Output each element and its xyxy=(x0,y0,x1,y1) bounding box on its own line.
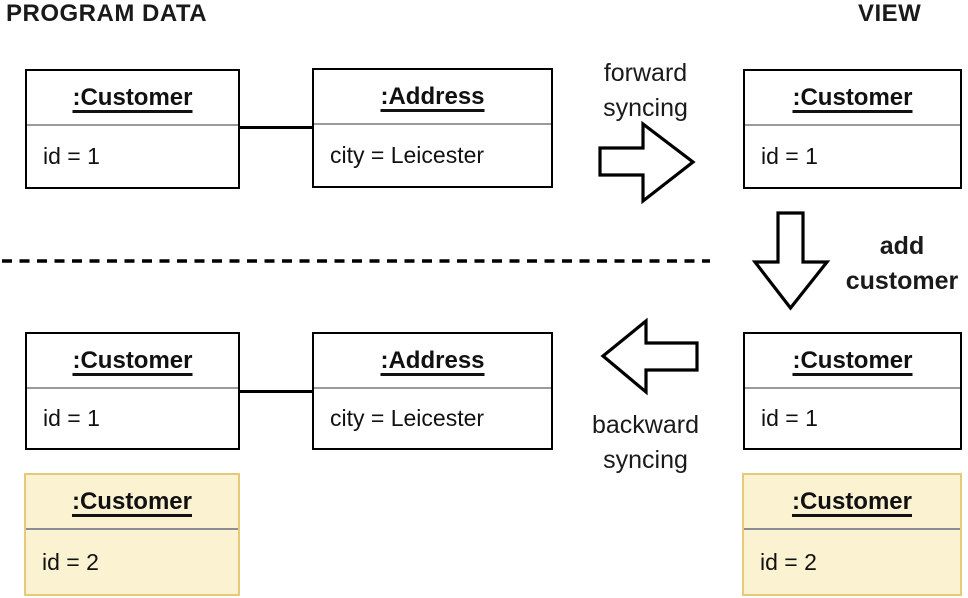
object-attribute: id = 2 xyxy=(760,548,817,575)
new-customer-box-view: :Customer id = 2 xyxy=(742,473,962,596)
customer-box-pd-top: :Customer id = 1 xyxy=(25,69,240,189)
object-name: :Customer xyxy=(27,71,238,126)
forward-sync-label: forward syncing xyxy=(578,56,713,126)
object-name: :Address xyxy=(314,70,551,125)
object-name: :Customer xyxy=(745,334,960,389)
object-name: :Customer xyxy=(744,475,960,530)
customer-box-view-bottom: :Customer id = 1 xyxy=(743,332,962,450)
object-name: :Customer xyxy=(26,475,238,530)
backward-sync-label-line2: syncing xyxy=(603,446,688,474)
object-attribute: id = 1 xyxy=(43,143,100,169)
view-label: VIEW xyxy=(858,0,922,27)
forward-sync-arrow-icon xyxy=(598,120,696,205)
object-attribute: city = Leicester xyxy=(330,142,485,168)
add-customer-label-line2: customer xyxy=(845,267,959,295)
object-attribute: id = 1 xyxy=(761,143,818,169)
program-data-label: PROGRAM DATA xyxy=(6,0,208,27)
object-name: :Address xyxy=(314,334,551,389)
backward-sync-label-line1: backward xyxy=(592,411,699,439)
object-attribute: id = 1 xyxy=(43,405,100,431)
object-name: :Customer xyxy=(745,71,960,126)
add-customer-arrow-icon xyxy=(751,211,831,311)
backward-sync-label: backward syncing xyxy=(578,408,713,478)
add-customer-label-line1: add xyxy=(879,232,925,260)
forward-sync-label-line1: forward xyxy=(603,59,688,87)
add-customer-label: add customer xyxy=(832,229,968,299)
object-attribute: city = Leicester xyxy=(330,405,485,431)
backward-sync-arrow-icon xyxy=(600,317,699,396)
object-attribute: id = 2 xyxy=(42,548,99,575)
object-attribute: id = 1 xyxy=(761,405,818,431)
new-customer-box-pd: :Customer id = 2 xyxy=(24,473,240,596)
customer-box-pd-bottom: :Customer id = 1 xyxy=(25,332,240,450)
address-box-pd-bottom: :Address city = Leicester xyxy=(312,332,553,450)
customer-box-view-top: :Customer id = 1 xyxy=(743,69,962,189)
address-box-pd-top: :Address city = Leicester xyxy=(312,68,553,188)
forward-sync-label-line2: syncing xyxy=(603,94,688,122)
object-name: :Customer xyxy=(27,334,238,389)
